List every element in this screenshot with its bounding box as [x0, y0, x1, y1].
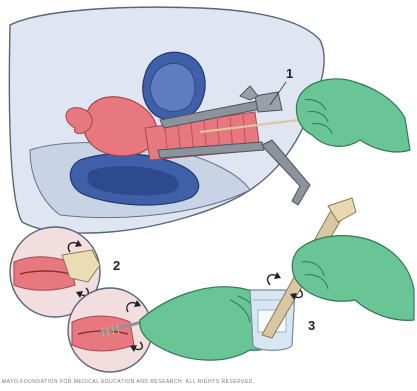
inset-panel: 2 [10, 227, 152, 372]
speculum-hinge [255, 92, 282, 112]
step-1-label: 1 [286, 66, 293, 81]
gloved-hand-3 [292, 236, 414, 321]
bladder-lining [150, 64, 195, 112]
gloved-hand-1 [296, 79, 410, 152]
vial-panel: 3 [140, 198, 414, 360]
step-3-label: 3 [308, 318, 315, 333]
copyright-credit: MAYO FOUNDATION FOR MEDICAL EDUCATION AN… [2, 379, 255, 385]
step-2-label: 2 [113, 258, 120, 273]
